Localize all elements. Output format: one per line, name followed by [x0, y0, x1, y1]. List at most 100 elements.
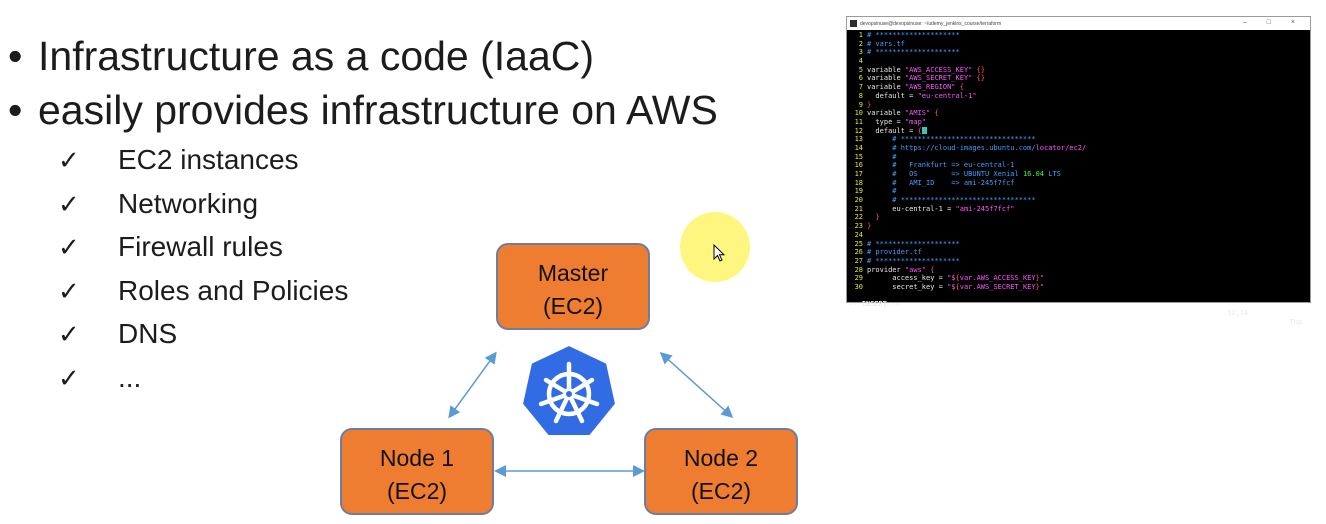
code-text: variable "AWS_REGION" { — [867, 83, 964, 92]
checklist-item: ✓ Roles and Policies — [58, 273, 348, 310]
bullet-text: Infrastructure as a code (IaaC) — [38, 33, 595, 79]
code-line: 11 type = "map" — [849, 118, 1310, 127]
bullet-iaac: • Infrastructure as a code (IaaC) — [8, 32, 594, 80]
code-text: variable "AWS_SECRET_KEY" {} — [867, 74, 986, 83]
code-line: 17 # OS => UBUNTU Xenial 16.04 LTS — [849, 170, 1310, 179]
terminal-titlebar[interactable]: devopsinuse@devopsinuse: ~/udemy_jenkins… — [847, 17, 1310, 30]
node1-title: Node 1 — [379, 445, 455, 471]
checkmark-icon: ✓ — [58, 364, 80, 394]
code-line: 16 # Frankfurt => eu-central-1 — [849, 161, 1310, 170]
code-text: # ******************** — [867, 48, 960, 57]
node2-title: Node 2 — [683, 445, 759, 471]
code-line: 2 # vars.tf — [849, 40, 1310, 49]
checklist-label: DNS — [118, 318, 178, 349]
line-number: 29 — [854, 274, 863, 283]
line-number: 3 — [858, 48, 863, 57]
code-text: # ******************************** — [867, 135, 1036, 144]
line-number: 12 — [854, 126, 863, 135]
code-text: # vars.tf — [867, 39, 905, 48]
checklist-item: ✓ Firewall rules — [58, 229, 283, 266]
line-number: 19 — [854, 187, 863, 196]
code-line: 23} — [849, 222, 1310, 231]
checklist-item: ✓ EC2 instances — [58, 142, 299, 179]
text-cursor — [921, 127, 927, 135]
code-text: default = { — [867, 126, 922, 135]
master-subtitle: (EC2) — [542, 293, 604, 319]
bullet-aws: •easily provides infrastructure on AWS — [8, 86, 718, 134]
bullet-dot: • — [8, 33, 23, 79]
bullet-dot: • — [8, 87, 23, 133]
line-number: 4 — [858, 57, 863, 66]
line-number: 16 — [854, 161, 863, 170]
code-line: 22 } — [849, 213, 1310, 222]
checkmark-icon: ✓ — [58, 277, 80, 307]
code-text: default = "eu-central-1" — [867, 91, 977, 100]
code-text: } — [867, 222, 872, 231]
checklist-item: ✓... — [58, 360, 141, 397]
code-line: 26 # provider.tf — [849, 248, 1310, 257]
arrow-master-node1 — [448, 351, 497, 419]
line-number: 27 — [854, 256, 863, 265]
code-line: 15 # — [849, 153, 1310, 162]
checkmark-icon: ✓ — [58, 233, 80, 263]
code-text: } — [867, 100, 872, 109]
code-text: provider "aws" { — [867, 265, 935, 274]
line-number: 30 — [854, 282, 863, 291]
scroll-indicator: Top — [1289, 318, 1302, 326]
checklist-label: ... — [118, 362, 142, 393]
line-number: 14 — [854, 143, 863, 152]
line-number: 18 — [854, 178, 863, 187]
arrow-master-node2 — [659, 351, 734, 419]
code-text: access_key = "${var.AWS_ACCESS_KEY}" — [867, 274, 1045, 283]
code-line: 29 access_key = "${var.AWS_ACCESS_KEY}" — [849, 274, 1310, 283]
vim-status-line: -- INSERT -- 12,14 Top — [849, 291, 1306, 326]
cursor-position: 12,14 — [1227, 309, 1249, 317]
code-line: 19 # — [849, 187, 1310, 196]
vim-mode: -- INSERT -- — [849, 300, 900, 308]
code-line: 18 # AMI_ID => ami-245f7fcf — [849, 179, 1310, 188]
node1-subtitle: (EC2) — [386, 478, 448, 504]
window-controls[interactable]: – □ × — [1242, 19, 1304, 26]
code-line: 6 variable "AWS_SECRET_KEY" {} — [849, 74, 1310, 83]
code-text: type = "map" — [867, 117, 927, 126]
code-line: 8 default = "eu-central-1" — [849, 92, 1310, 101]
code-text: # ******************** — [867, 239, 960, 248]
code-text: # AMI_ID => ami-245f7fcf — [867, 178, 1015, 187]
terminal-title: devopsinuse@devopsinuse: ~/udemy_jenkins… — [860, 20, 1002, 27]
master-node-box: Master (EC2) — [496, 243, 650, 330]
checkmark-icon: ✓ — [58, 146, 80, 176]
line-number: 2 — [858, 39, 863, 48]
checklist-label: Networking — [118, 188, 259, 219]
checklist-label: EC2 instances — [118, 144, 299, 175]
code-text: eu-central-1 = "ami-245f7fcf" — [867, 204, 1015, 213]
code-text: # OS => UBUNTU Xenial 16.04 LTS — [867, 170, 1061, 178]
code-text: secret_key = "${var.AWS_SECRET_KEY}" — [867, 282, 1045, 291]
code-text: # https://cloud-images.ubuntu.com/locato… — [867, 143, 1087, 152]
terminal-window[interactable]: devopsinuse@devopsinuse: ~/udemy_jenkins… — [846, 16, 1311, 326]
code-text: # ******************** — [867, 256, 960, 265]
code-line: 12 default = { — [849, 127, 1310, 136]
line-number: 6 — [858, 74, 863, 83]
kubernetes-helm-icon — [520, 343, 618, 437]
code-text: } — [875, 213, 880, 222]
code-text: # provider.tf — [867, 248, 922, 257]
code-text: variable "AMIS" { — [867, 109, 939, 118]
checklist-label: Firewall rules — [118, 231, 283, 262]
line-number: 26 — [854, 248, 863, 257]
code-text: # — [867, 152, 897, 161]
checklist-item: ✓DNS — [58, 316, 177, 353]
code-text: # ******************** — [867, 31, 960, 39]
line-number: 25 — [854, 239, 863, 248]
line-number: 20 — [854, 196, 863, 205]
master-title: Master — [537, 260, 609, 286]
code-text: variable "AWS_ACCESS_KEY" {} — [867, 65, 986, 74]
code-line: 27 # ******************** — [849, 257, 1310, 266]
checklist-label: Roles and Policies — [118, 275, 349, 306]
line-number: 9 — [858, 100, 863, 109]
line-number: 13 — [854, 135, 863, 144]
line-number: 17 — [854, 170, 863, 178]
code-line: 14 # https://cloud-images.ubuntu.com/loc… — [849, 144, 1310, 153]
code-line: 3 # ******************** — [849, 48, 1310, 57]
